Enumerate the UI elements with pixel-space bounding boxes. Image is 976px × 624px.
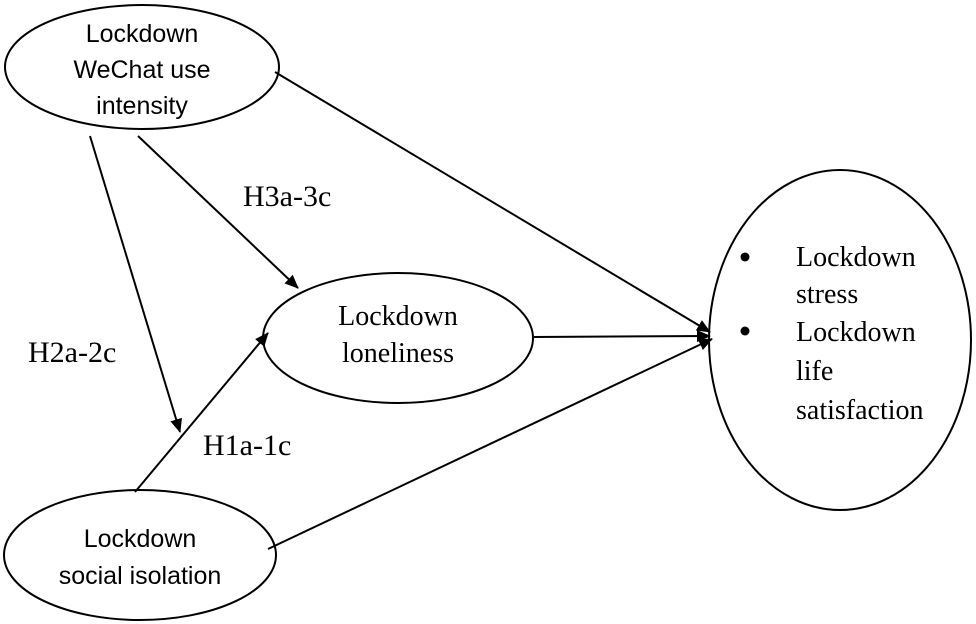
bullet-stress bbox=[740, 252, 750, 262]
path-label-h3: H3a-3c bbox=[243, 180, 331, 213]
node-wechat-label: Lockdown WeChat use intensity bbox=[73, 20, 210, 120]
node-isolation-line-1: Lockdown bbox=[84, 525, 197, 553]
outcome-satisfaction-line-3: satisfaction bbox=[796, 395, 924, 426]
node-loneliness-line-2: loneliness bbox=[342, 338, 454, 369]
node-wechat-ellipse bbox=[4, 4, 280, 130]
path-label-h1: H1a-1c bbox=[203, 429, 291, 462]
outcome-stress-line-2: stress bbox=[796, 279, 858, 310]
outcome-stress-line-1: Lockdown bbox=[796, 242, 916, 273]
node-loneliness-line-1: Lockdown bbox=[338, 301, 458, 332]
outcome-satisfaction-line-1: Lockdown bbox=[796, 317, 916, 348]
arrow-wechat-to-loneliness bbox=[137, 135, 299, 289]
node-wechat-line-1: Lockdown bbox=[86, 20, 199, 48]
arrow-wechat-to-outcomes bbox=[274, 71, 711, 333]
arrow-loneliness-to-outcomes bbox=[533, 330, 711, 343]
node-isolation-ellipse bbox=[3, 489, 277, 621]
node-wechat-line-2: WeChat use bbox=[73, 56, 210, 84]
arrow-isolation-to-loneliness bbox=[134, 332, 269, 493]
node-isolation-label: Lockdown social isolation bbox=[59, 525, 222, 590]
path-label-h2: H2a-2c bbox=[28, 336, 116, 369]
arrow-wechat-to-isolation bbox=[89, 135, 182, 433]
arrow-isolation-to-outcomes bbox=[267, 338, 713, 550]
node-outcomes-label: Lockdown stress Lockdown life satisfacti… bbox=[740, 242, 924, 426]
node-isolation-line-2: social isolation bbox=[59, 562, 222, 590]
node-loneliness-label: Lockdown loneliness bbox=[338, 301, 458, 369]
bullet-life-satisfaction bbox=[740, 326, 750, 336]
node-wechat-line-3: intensity bbox=[96, 92, 188, 120]
outcome-satisfaction-line-2: life bbox=[796, 356, 833, 387]
